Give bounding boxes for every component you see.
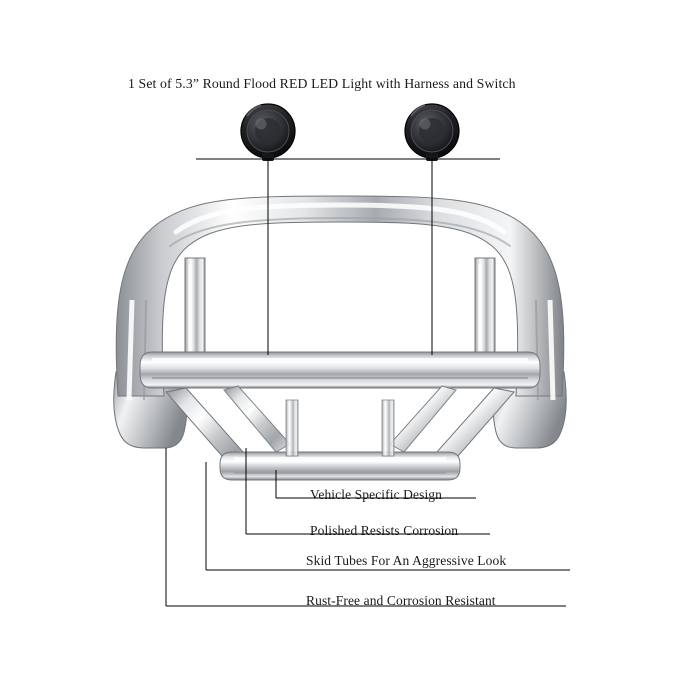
bull-bar-skid-plate xyxy=(165,385,515,481)
led-light-left xyxy=(240,103,296,161)
bull-bar-skid-tube-upper xyxy=(139,351,541,389)
callout-label-skid-tubes: Skid Tubes For An Aggressive Look xyxy=(306,553,507,568)
leader-lines xyxy=(165,158,570,607)
led-light-right xyxy=(404,103,460,161)
callout-label-polished-resists-corrosion: Polished Resists Corrosion xyxy=(310,523,459,538)
callout-label-rust-free: Rust-Free and Corrosion Resistant xyxy=(306,593,496,608)
top-annotation-text: 1 Set of 5.3” Round Flood RED LED Light … xyxy=(128,76,516,91)
bull-bar-uprights xyxy=(184,257,496,377)
callout-label-vehicle-specific-design: Vehicle Specific Design xyxy=(310,487,443,502)
